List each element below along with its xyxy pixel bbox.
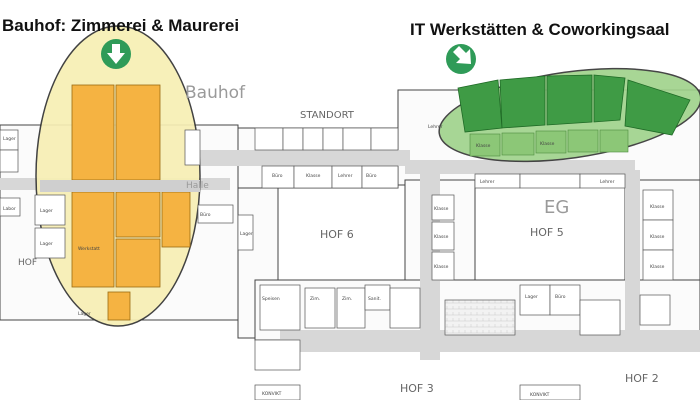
maurerei-room[interactable] — [115, 84, 161, 181]
room-label-zimmer-1: Zim. — [310, 296, 320, 302]
classrooms — [431, 189, 674, 281]
room-label-lager-6: Lager — [78, 311, 91, 317]
hof5-label: HOF 5 — [530, 226, 564, 239]
room-label-lehrer-3: Lehrer — [600, 179, 615, 185]
werkstatt-mid-room[interactable] — [115, 191, 161, 238]
room-label-lehrer-2: Lehrer — [480, 179, 495, 185]
room-label-konvikt-1: KONVIKT — [262, 391, 282, 397]
halle-label: Halle — [186, 181, 209, 191]
room-label-lager-1: Lager — [3, 136, 16, 142]
bauhof-area-label: Bauhof — [185, 83, 246, 103]
bauhof-corridor — [40, 180, 200, 192]
werkstatt-low-room[interactable] — [115, 238, 161, 288]
stair-room — [107, 291, 131, 321]
hof6-label: HOF 6 — [320, 228, 354, 241]
bauhof-workshop-rooms — [71, 84, 191, 321]
room-label-lager-3: Lager — [40, 241, 53, 247]
room-label-buero-3: Büro — [272, 173, 283, 179]
room-label-buero-2: Büro — [366, 173, 377, 179]
standort-label: STANDORT — [300, 110, 355, 121]
room-label-klasse-9: Klasse — [540, 141, 555, 147]
it-room-5[interactable] — [624, 79, 691, 136]
it-room-4[interactable] — [593, 74, 626, 123]
room-label-klasse-7: Klasse — [650, 264, 665, 270]
room-label-lager-4: Lager — [240, 231, 253, 237]
it-heading: IT Werkstätten & Coworkingsaal — [410, 20, 670, 39]
it-lower-rooms — [469, 129, 629, 157]
room-label-speisen: Speisen — [262, 296, 280, 302]
room-label-werkstatt: Werkstatt — [78, 246, 100, 252]
it-room-2[interactable] — [499, 75, 546, 129]
room-label-buero-1: Büro — [200, 212, 211, 218]
room-label-klasse-4: Klasse — [434, 264, 449, 270]
room-label-buero-4: Büro — [555, 294, 566, 300]
room-label-klasse-6: Klasse — [650, 234, 665, 240]
arrow-down-icon — [101, 39, 131, 69]
north-rooms — [254, 127, 626, 189]
bauhof-heading: Bauhof: Zimmerei & Maurerei — [2, 16, 240, 35]
room-label-klasse-2: Klasse — [434, 206, 449, 212]
room-label-klasse-1: Klasse — [306, 173, 321, 179]
room-label-lehrer-1: Lehrer — [338, 173, 353, 179]
room-label-lager-5: Lager — [525, 294, 538, 300]
room-labels: Lager Labor Lager Lager Werkstatt Lager … — [3, 124, 665, 398]
room-label-sanitaer: Sanit. — [368, 296, 381, 302]
it-rooms — [457, 74, 691, 136]
it-room-1[interactable] — [457, 79, 503, 133]
room-label-lehrer-4: Lehrer — [428, 124, 443, 130]
eg-label: EG — [544, 197, 569, 218]
arrow-down-right-icon — [446, 44, 476, 74]
room-label-klasse-5: Klasse — [650, 204, 665, 210]
hof3-label: HOF 3 — [400, 382, 434, 395]
it-room-3[interactable] — [546, 74, 593, 126]
south-rooms — [254, 284, 671, 401]
room-label-klasse-3: Klasse — [434, 234, 449, 240]
room-label-konvikt-2: KONVIKT — [530, 392, 550, 398]
zimmerei-room[interactable] — [71, 84, 115, 181]
werkstatt-right-room[interactable] — [161, 191, 191, 248]
room-label-klasse-8: Klasse — [476, 143, 491, 149]
hof-left-label: HOF — [18, 258, 37, 268]
room-label-labor: Labor — [3, 206, 16, 212]
werkstatt-left-room[interactable] — [71, 191, 115, 288]
room-label-zimmer-2: Zim. — [342, 296, 352, 302]
hof2-label: HOF 2 — [625, 372, 659, 385]
room-label-lager-2: Lager — [40, 208, 53, 214]
bauhof-side-rooms — [0, 129, 254, 259]
